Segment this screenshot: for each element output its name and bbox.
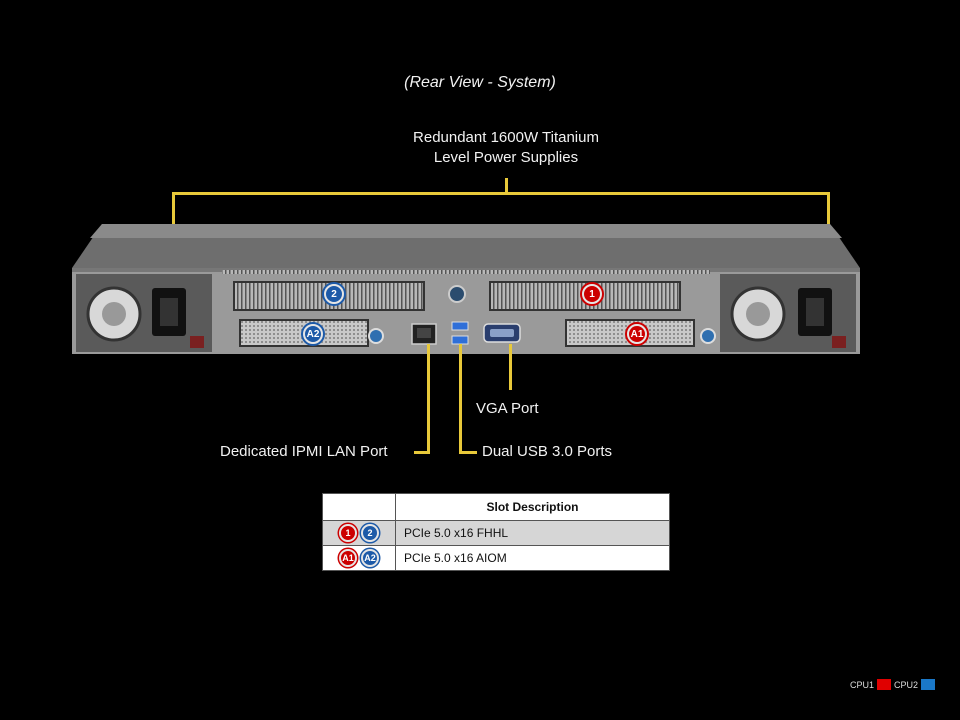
table-cell-description: PCIe 5.0 x16 FHHL [395,520,670,546]
ipmi-callout-horizontal [414,451,430,454]
slot-a2-badge: A2 [303,324,323,344]
legend-cpu2-label: CPU2 [894,679,919,690]
vga-port-label: VGA Port [476,400,539,417]
psu-label: Redundant 1600W Titanium Level Power Sup… [0,128,960,168]
table-header-description: Slot Description [395,493,670,521]
badge-1: 1 [339,524,357,542]
legend-cpu1-swatch [877,679,892,690]
psu-label-line2: Level Power Supplies [433,149,579,166]
usb-ports-label: Dual USB 3.0 Ports [482,443,613,460]
ipmi-callout-vertical [427,344,430,454]
vga-callout [509,344,512,390]
legend-cpu2-swatch [921,679,936,690]
server-rear-panel [72,224,860,354]
table-header-row: Slot Description [322,493,670,521]
legend-cpu1-label: CPU1 [850,679,875,690]
slot-a1-badge: A1 [627,324,647,344]
usb-callout-vertical [459,344,462,454]
cpu-legend: CPU1 CPU2 [850,679,936,690]
table-cell-description: PCIe 5.0 x16 AIOM [395,545,670,571]
badge-a2: A2 [361,549,379,567]
usb-callout-horizontal [459,451,477,454]
slot-1-badge: 1 [582,284,602,304]
badge-2: 2 [361,524,379,542]
badge-a1: A1 [339,549,357,567]
server-chassis: 2 1 A2 A1 [72,224,860,354]
table-header-empty [322,493,396,521]
diagram-title: (Rear View - System) [404,74,556,91]
slot-2-badge: 2 [324,284,344,304]
psu-callout-center [505,178,508,194]
psu-callout-top [172,192,830,195]
ipmi-port-label: Dedicated IPMI LAN Port [220,443,388,460]
psu-label-line1: Redundant 1600W Titanium [413,129,599,146]
